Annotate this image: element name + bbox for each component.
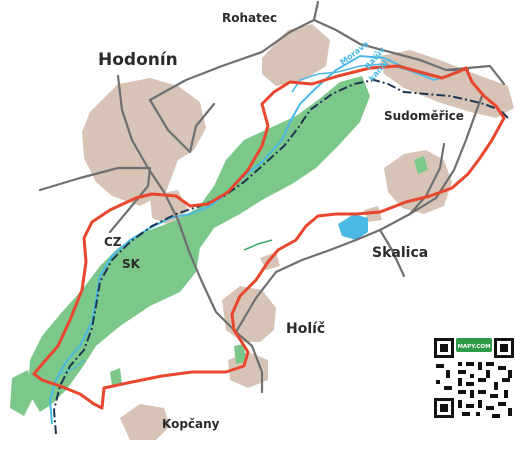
road-rohatec-north	[312, 0, 320, 22]
label-hodonin: Hodonín	[98, 50, 178, 70]
qr-brand-text: MAPY.COM	[457, 344, 490, 350]
road-hodonin-rohatec	[148, 18, 470, 102]
road-hodonin-north	[116, 74, 150, 170]
road-skalica-north	[408, 142, 446, 216]
river-morava	[48, 54, 463, 425]
label-sudomerice: Sudoměřice	[384, 109, 464, 123]
label-kopcany: Kopčany	[162, 417, 220, 431]
road-holic-south	[250, 344, 264, 394]
label-holic: Holíč	[286, 321, 326, 337]
urban-kopcany	[120, 404, 170, 440]
stream-2	[59, 359, 85, 375]
forest-sudomerice	[414, 156, 428, 174]
forest-areas	[10, 76, 428, 416]
urban-rohatec	[262, 24, 330, 86]
canal-batuv	[291, 63, 451, 93]
forest-sk-2	[234, 344, 246, 364]
water	[48, 54, 463, 425]
forest-sw-strip	[10, 370, 34, 416]
urban-holic	[222, 286, 276, 342]
road-hodonin-west	[38, 166, 150, 192]
urban-hodonin	[82, 78, 206, 206]
label-rohatec: Rohatec	[222, 11, 278, 25]
forest-sk-1	[110, 368, 122, 386]
label-sk: SK	[122, 257, 140, 271]
label-skalica: Skalica	[372, 245, 429, 261]
forest-main	[28, 76, 370, 412]
cycle-route[interactable]	[32, 64, 506, 410]
lake-skalica	[338, 214, 368, 240]
road-hodonin-east	[148, 98, 216, 154]
stream-1	[243, 239, 273, 251]
road-sudomerice-east	[444, 64, 506, 86]
road-skalica-south	[378, 228, 406, 278]
qr-code[interactable]: MAPY.COM	[432, 336, 516, 420]
label-cz: CZ	[104, 235, 122, 249]
qr-brand-badge	[456, 338, 492, 352]
